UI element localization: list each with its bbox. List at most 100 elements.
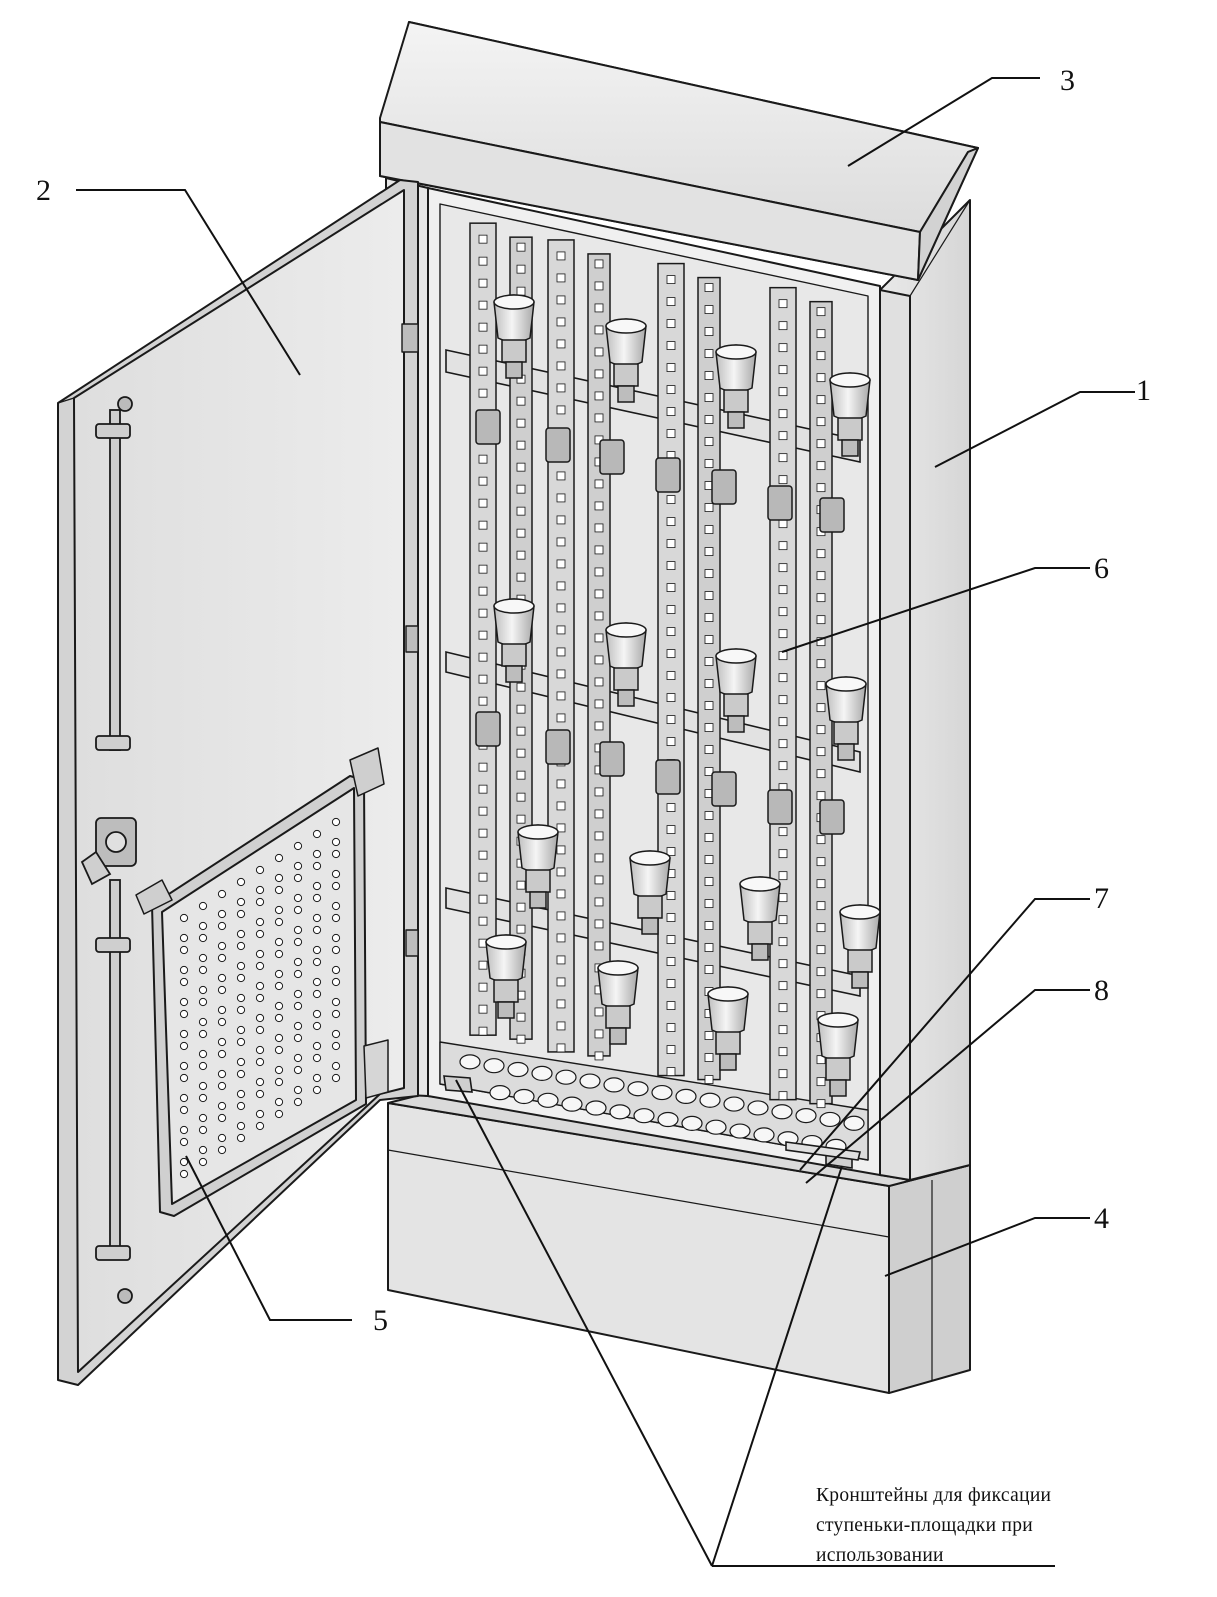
label-7: 7 (1094, 882, 1109, 915)
perforation-hole (312, 1053, 322, 1063)
strip-hole (516, 396, 526, 406)
strip-hole (704, 833, 714, 842)
fitting-neck (501, 643, 527, 667)
strip-hole (816, 351, 826, 361)
strip-hole (556, 867, 566, 877)
strip-hole (478, 960, 488, 970)
perforation-hole (217, 941, 227, 951)
perforation-hole (217, 909, 227, 919)
strip-hole (594, 1007, 604, 1017)
fitting-rim (739, 876, 781, 892)
brackets-note-line-1: Кронштейны для фиксации (816, 1485, 1052, 1506)
perforation-hole (179, 1029, 189, 1039)
fitting-neck (637, 895, 663, 919)
strip-hole (666, 957, 676, 966)
strip-hole (666, 1001, 676, 1010)
perforation-hole (179, 1137, 189, 1147)
strip-hole (816, 945, 826, 955)
fitting-tail (641, 917, 659, 935)
strip-hole (704, 327, 714, 336)
strip-hole (478, 234, 488, 244)
perforation-hole (198, 1145, 208, 1155)
perforation-hole (274, 1065, 284, 1075)
leader-6 (781, 567, 1090, 653)
cable-clamp (599, 741, 625, 777)
perforation-hole (293, 873, 303, 883)
strip-hole (704, 855, 714, 864)
strip-hole (516, 792, 526, 802)
cable-clamp (711, 469, 737, 505)
strip-hole (778, 1069, 788, 1079)
perforation-hole (217, 1101, 227, 1111)
strip-hole (666, 517, 676, 526)
strip-hole (778, 915, 788, 925)
cable-hole (579, 1073, 601, 1089)
perforation-hole (274, 885, 284, 895)
cable-clamp (545, 729, 571, 765)
perforation-hole (274, 905, 284, 915)
perforation-hole (255, 1109, 265, 1119)
perforation-hole (331, 933, 341, 943)
perforation-hole (312, 829, 322, 839)
perforation-hole (312, 861, 322, 871)
cable-hole (483, 1058, 505, 1074)
perforation-hole (312, 913, 322, 923)
perforation-hole (236, 1121, 246, 1131)
strip-hole (478, 1004, 488, 1014)
cable-fitting (817, 1012, 859, 1097)
fitting-tail (529, 891, 547, 909)
cable-hole (753, 1127, 775, 1143)
strip-hole (478, 806, 488, 816)
strip-hole (594, 545, 604, 555)
strip-hole (778, 827, 788, 837)
strip-hole (516, 418, 526, 428)
strip-hole (594, 941, 604, 951)
cable-hole (603, 1077, 625, 1093)
perforation-hole (217, 1037, 227, 1047)
cable-fitting (715, 648, 757, 733)
leader-4 (884, 1217, 1090, 1277)
strip-hole (704, 349, 714, 358)
strip-hole (516, 242, 526, 252)
perforation-hole (331, 997, 341, 1007)
strip-hole (778, 563, 788, 573)
strip-hole (666, 847, 676, 856)
strip-hole (594, 831, 604, 841)
perforation-hole (312, 881, 322, 891)
strip-hole (778, 981, 788, 991)
perforation-hole (331, 1009, 341, 1019)
fitting-neck (613, 667, 639, 691)
cable-hole (699, 1092, 721, 1108)
strip-hole (666, 363, 676, 372)
cable-hole (513, 1088, 535, 1105)
strip-hole (478, 982, 488, 992)
perforation-hole (331, 1029, 341, 1039)
strip-hole (816, 1099, 826, 1109)
perforation-hole (255, 1077, 265, 1087)
fitting-tail (497, 1001, 515, 1019)
strip-hole (556, 977, 566, 987)
perforation-hole (217, 1069, 227, 1079)
label-3: 3 (1060, 64, 1075, 97)
perforation-hole (198, 997, 208, 1007)
strip-hole (778, 387, 788, 397)
fitting-neck (525, 869, 551, 893)
strip-hole (556, 361, 566, 371)
strip-hole (556, 691, 566, 701)
perforation-hole (236, 1133, 246, 1143)
perforation-hole (198, 1049, 208, 1059)
strip-hole (594, 259, 604, 269)
label-6: 6 (1094, 552, 1109, 585)
cable-fitting (493, 598, 535, 683)
strip-hole (478, 762, 488, 772)
strip-hole (704, 745, 714, 754)
perforation-hole (274, 981, 284, 991)
perforation-hole (331, 869, 341, 879)
strip-hole (666, 671, 676, 680)
cable-fitting (829, 372, 871, 457)
strip-hole (556, 933, 566, 943)
leader-lines (76, 77, 1135, 1567)
cable-clamp (599, 439, 625, 475)
strip-hole (778, 519, 788, 529)
strip-hole (704, 899, 714, 908)
